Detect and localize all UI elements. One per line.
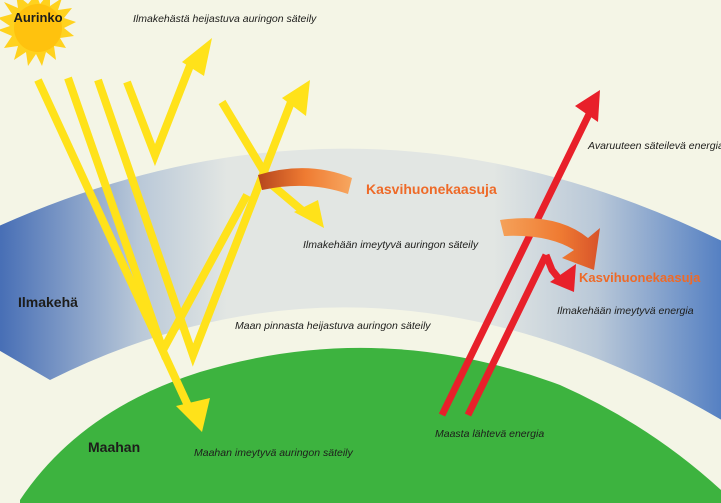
atmosphere-label: Ilmakehä — [18, 294, 78, 310]
arrowhead-icon — [294, 200, 324, 228]
earth-label: Maahan — [88, 439, 140, 455]
earth-energy-arrow-1 — [438, 106, 596, 417]
absorbed-atmosphere-label: Ilmakehään imeytyvä auringon säteily — [303, 239, 479, 251]
sun-icon — [0, 0, 76, 66]
solar-radiation-arrows — [34, 56, 307, 412]
arrowhead-icon — [550, 264, 576, 292]
reflected-from-surface-arrow — [94, 78, 297, 367]
heat-energy-arrows — [438, 106, 596, 417]
absorbed-earth-label: Maahan imeytyvä auringon säteily — [194, 447, 354, 459]
absorbed-by-earth-arrow — [34, 78, 194, 412]
earth-surface — [20, 347, 721, 503]
earth-energy-arrow-2 — [464, 253, 550, 417]
heat-arrowheads — [550, 90, 600, 292]
space-energy-label: Avaruuteen säteilevä energia — [587, 140, 721, 152]
greenhouse-arrow-1 — [258, 168, 352, 194]
earth-energy-label: Maasta lähtevä energia — [435, 428, 544, 440]
arrowhead-icon — [575, 90, 600, 122]
reflected-from-atmosphere-arrow — [123, 56, 197, 167]
sun-label: Aurinko — [13, 10, 62, 25]
greenhouse-gas-label-1: Kasvihuonekaasuja — [366, 181, 497, 197]
atmosphere-energy-label: Ilmakehään imeytyvä energia — [557, 305, 694, 317]
arrowhead-icon — [182, 38, 212, 76]
arrowhead-icon — [176, 398, 210, 432]
reflected-surface-label: Maan pinnasta heijastuva auringon säteil… — [235, 320, 431, 332]
greenhouse-gas-label-2: Kasvihuonekaasuja — [579, 270, 701, 285]
greenhouse-arrow-2 — [500, 218, 600, 270]
reflected-atmosphere-label: Ilmakehästä heijastuva auringon säteily — [133, 13, 317, 25]
solar-arrowheads — [176, 38, 324, 432]
absorbed-energy-arrow — [542, 253, 563, 283]
arrowhead-icon — [282, 80, 310, 116]
